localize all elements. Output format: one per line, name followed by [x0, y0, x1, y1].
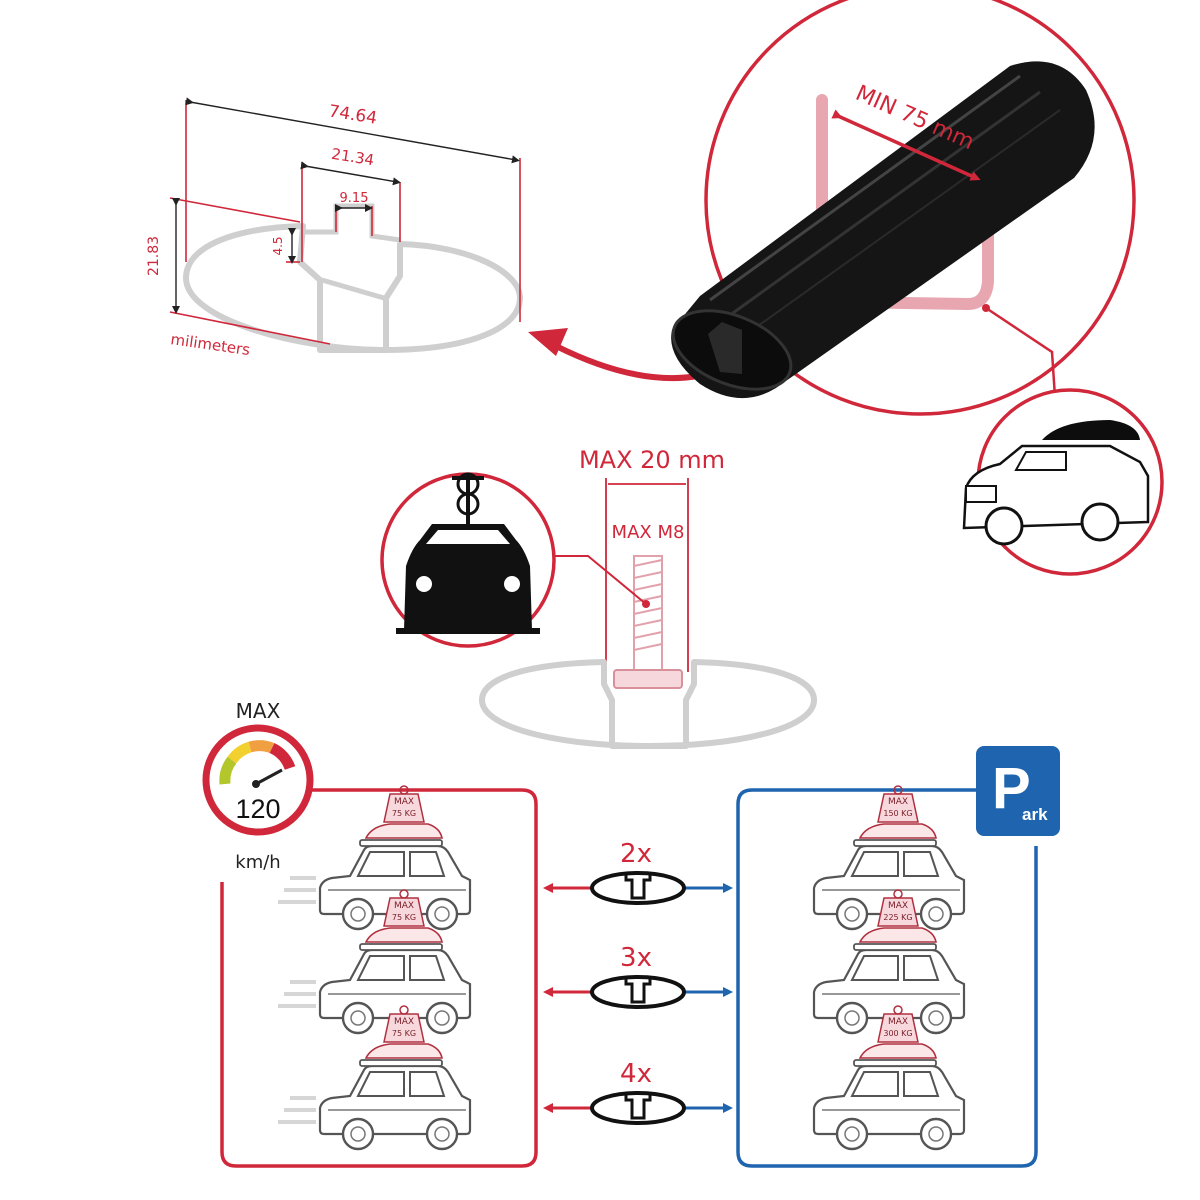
bar-count: 2x: [620, 839, 652, 869]
parking-sign-icon: P ark: [976, 746, 1060, 836]
t-bolt-detail: MAX 20 mm MAX M8: [479, 446, 817, 749]
dim-height: 21.83: [146, 236, 162, 276]
speed-unit: km/h: [235, 852, 280, 873]
profile-cross-section: 74.64 21.34 9.15 4.5 21.83 milimeters: [146, 97, 523, 359]
pointer-arrow: [554, 343, 699, 382]
u-bolt-detail: MIN 75 mm: [671, 0, 1136, 416]
dim-lip-height: 4.5: [271, 236, 285, 255]
dimension-lines: [169, 100, 521, 345]
load-row: MAX 75 KG MAX 300 KG 4x: [278, 1004, 966, 1151]
load-row: MAX 75 KG MAX 150 KG 2x: [278, 784, 966, 931]
speed-max-label: MAX: [236, 699, 281, 723]
park-weight-max: MAX: [888, 797, 908, 807]
pointer-arrowhead: [528, 328, 568, 356]
suv-roof-box-icon: [962, 388, 1164, 576]
driving-load-frame: [220, 788, 538, 1168]
bar-profile-icon: [590, 871, 686, 905]
bar-profile-icon: [590, 1091, 686, 1125]
dim-channel-inner: 9.15: [340, 191, 369, 206]
profile-outline: [183, 223, 523, 353]
driving-weight-value: 75 KG: [392, 1029, 416, 1038]
dim-total-width: 74.64: [327, 101, 378, 128]
park-letter: P: [992, 756, 1031, 821]
load-row: MAX 75 KG MAX 225 KG 3x: [278, 888, 966, 1035]
bar-count: 3x: [620, 943, 652, 973]
speed-value: 120: [235, 794, 280, 824]
t-bolt-max-width: MAX 20 mm: [579, 446, 725, 474]
park-weight-value: 150 KG: [883, 809, 912, 818]
driving-weight-value: 75 KG: [392, 913, 416, 922]
roof-bar: [671, 61, 1095, 399]
unit-label: milimeters: [169, 330, 251, 359]
bike-carrier-car-icon: [380, 472, 556, 648]
t-bolt-max-thread: MAX M8: [612, 522, 685, 543]
speedometer-icon: [219, 740, 296, 785]
dim-channel-outer: 21.34: [330, 145, 375, 169]
driving-weight-max: MAX: [394, 1017, 414, 1027]
driving-weight-value: 75 KG: [392, 809, 416, 818]
park-weight-max: MAX: [888, 901, 908, 911]
park-weight-value: 225 KG: [883, 913, 912, 922]
park-suffix: ark: [1022, 805, 1048, 824]
park-weight-value: 300 KG: [883, 1029, 912, 1038]
park-weight-max: MAX: [888, 1017, 908, 1027]
t-bolt-icon: [554, 555, 683, 689]
t-bolt-profile: [479, 659, 817, 749]
bar-count: 4x: [620, 1059, 652, 1089]
min-gap-arrow: [831, 109, 981, 181]
park-load-frame: [736, 788, 1038, 1168]
driving-weight-max: MAX: [394, 797, 414, 807]
driving-weight-max: MAX: [394, 901, 414, 911]
bar-profile-icon: [590, 975, 686, 1009]
speed-limit-panel: MAX 120 km/h: [202, 699, 314, 873]
